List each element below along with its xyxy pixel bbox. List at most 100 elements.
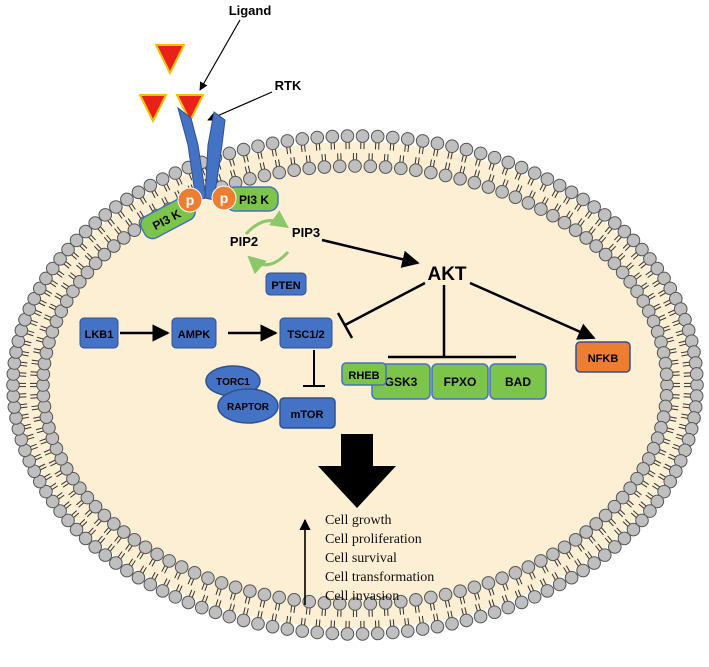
lipid-head [445, 616, 459, 631]
ampk-box [171, 317, 217, 349]
lipid-head [127, 223, 142, 237]
lipid-head [514, 595, 529, 610]
ligand-label: Ligand [229, 3, 272, 18]
lipid-head [131, 185, 146, 200]
lipid-head [617, 531, 632, 546]
lipid-head [325, 129, 340, 144]
lipid-head [630, 284, 644, 299]
lipid-head [295, 132, 310, 146]
lipid-head [236, 613, 251, 628]
ligand-pointer [199, 19, 241, 91]
big-down-arrow [318, 434, 396, 508]
lipid-head [481, 576, 496, 590]
lipid-head [53, 252, 67, 266]
lipid-head [615, 490, 630, 505]
lipid-head [568, 533, 583, 547]
lipid-head [650, 261, 665, 276]
lipid-head [424, 590, 438, 605]
lipid-head [540, 584, 555, 598]
lkb1-box [79, 317, 119, 349]
lipid-head [459, 613, 474, 628]
lipid-head [332, 596, 347, 611]
raptor-ellipse [217, 388, 279, 424]
lipid-head [635, 242, 649, 257]
lipid-head [287, 163, 301, 178]
outcome-item: Cell growth [325, 513, 392, 528]
lipid-head [88, 256, 103, 271]
lipid-head [576, 192, 590, 207]
mtor-box [279, 397, 336, 429]
outcome-item: Cell invasion [325, 589, 399, 604]
lipid-head [385, 625, 400, 640]
lipid-head [150, 547, 164, 562]
lipid-head [657, 484, 671, 499]
lipid-head [623, 274, 637, 289]
lipid-head [107, 239, 121, 253]
lipid-head [310, 625, 325, 640]
lipid-head [453, 584, 467, 598]
phosphate-right-label: p [220, 190, 229, 206]
lkb1-label: LKB1 [85, 329, 114, 341]
lipid-head [363, 159, 378, 174]
lipid-head [168, 166, 183, 180]
lipid-head [576, 563, 590, 578]
lipid-head [393, 161, 408, 176]
akt-inhibits-tsc-bar [336, 312, 354, 339]
lipid-head [534, 554, 548, 568]
lipid-head [508, 190, 523, 204]
lipid-head [438, 168, 453, 183]
lipid-head [45, 494, 60, 509]
lipid-head [66, 471, 80, 486]
lipid-head [527, 590, 542, 604]
lipid-head [39, 271, 53, 286]
lipid-head [534, 202, 548, 216]
lipid-head [59, 294, 74, 308]
gsk3-label: GSK3 [385, 375, 418, 389]
lipid-head [222, 609, 237, 624]
outcome-list: Cell growth Cell proliferation Cell surv… [325, 513, 434, 604]
lipid-head [143, 178, 158, 193]
lipid-head [481, 180, 496, 194]
torc1-label: TORC1 [216, 377, 250, 388]
lipid-head [587, 556, 601, 570]
lipid-head [302, 594, 317, 609]
phosphate-left [177, 187, 203, 213]
lipid-head [589, 517, 603, 531]
raptor-label: RAPTOR [227, 402, 270, 413]
lipid-head [340, 129, 355, 143]
lipid-head [508, 566, 523, 580]
lipid-head [194, 600, 209, 615]
pip3-label: PIP3 [292, 225, 320, 240]
lipid-head [53, 504, 67, 518]
ampk-label: AMPK [178, 329, 210, 341]
akt-inhibits-tsc [344, 281, 426, 327]
nfkb-label: NFKB [588, 353, 619, 365]
lipid-head [168, 590, 183, 604]
lipid-head [473, 146, 488, 161]
lipid-head [597, 548, 612, 562]
tsc-box [279, 317, 333, 349]
lipid-head [348, 159, 362, 173]
pi3k-right-label: PI3 K [239, 193, 269, 207]
lipid-head [88, 499, 103, 514]
lipid-head [243, 584, 257, 598]
lipid-head [659, 367, 674, 382]
lipid-head [487, 150, 502, 165]
lipid-head [370, 626, 385, 641]
lipid-head [579, 525, 593, 539]
lipid-head [88, 216, 102, 230]
lipid-head [80, 490, 95, 505]
lipid-head [564, 185, 579, 200]
lipid-head [97, 508, 112, 523]
lipid-head [222, 146, 237, 161]
lipid-head [348, 597, 362, 611]
lipid-head [487, 605, 502, 620]
ligand-triangle [154, 44, 186, 76]
lipid-head [643, 252, 657, 266]
lipid-head [568, 223, 583, 237]
lipid-head [174, 560, 189, 574]
lipid-head [467, 175, 482, 190]
lipid-head [287, 592, 301, 607]
lipid-head [557, 215, 572, 230]
lipid-head [546, 208, 560, 223]
